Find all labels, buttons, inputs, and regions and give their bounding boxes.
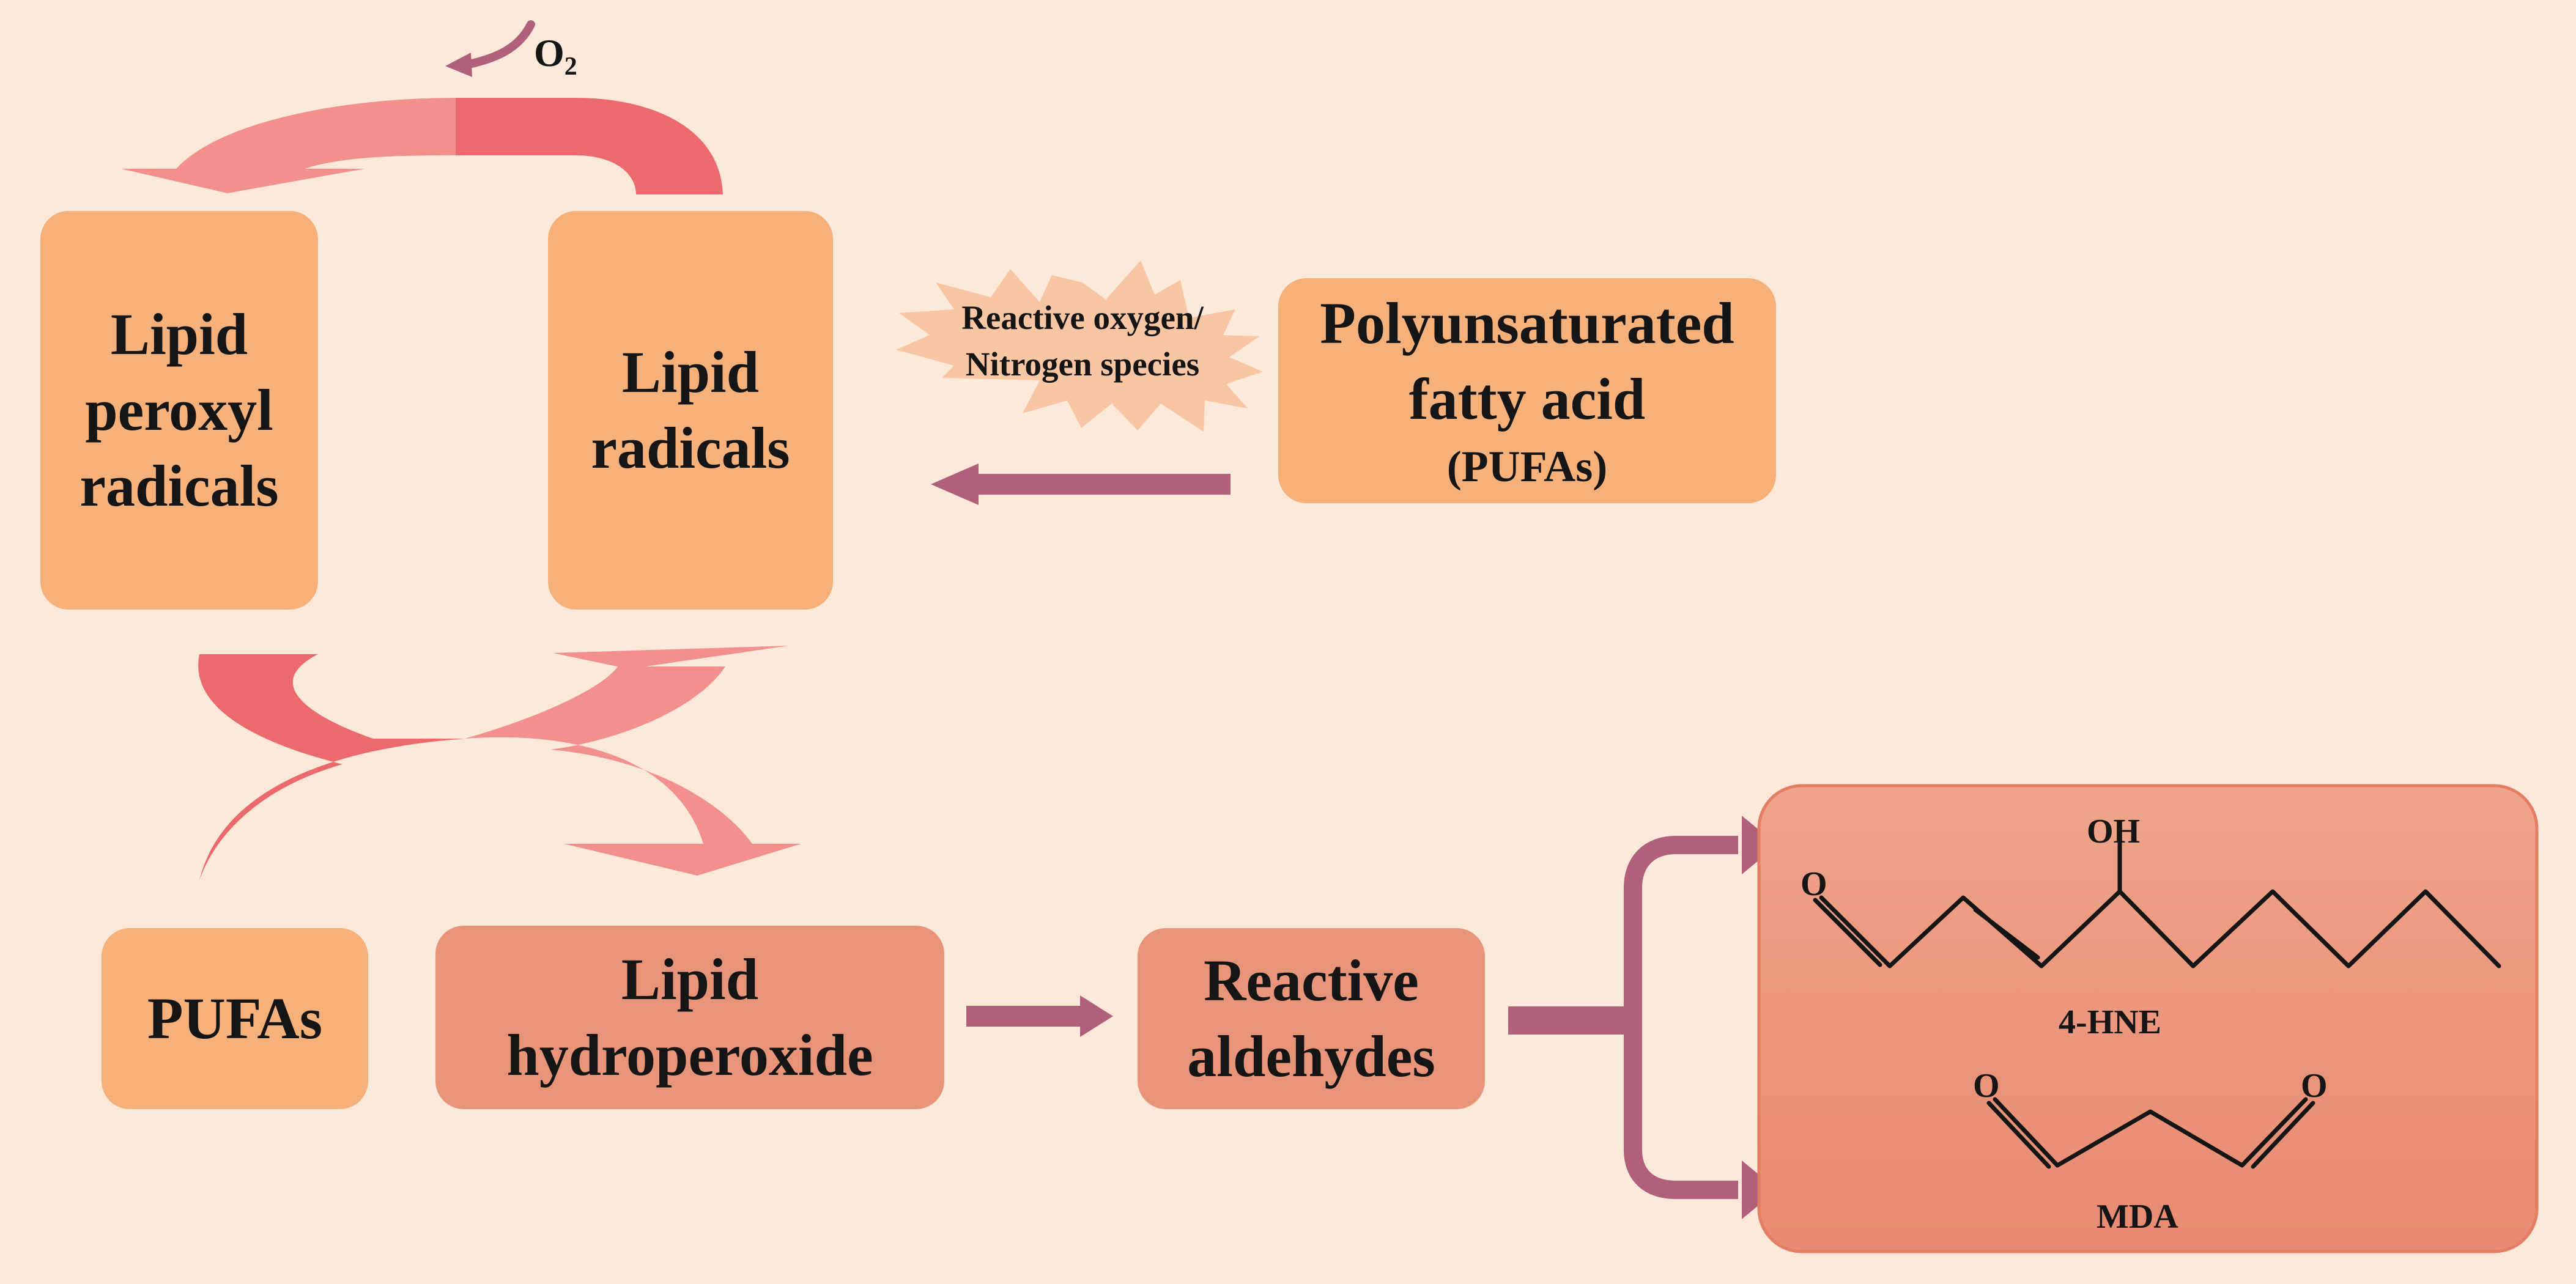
hne-carbonyl-label: O <box>1801 865 1827 903</box>
top-cycle-arrow <box>121 98 723 194</box>
o2-arrow <box>445 20 535 77</box>
o2-label: O2 <box>534 31 577 81</box>
hne-hydroxyl-label: OH <box>2087 813 2141 850</box>
mda-left-oxygen-label: O <box>1973 1067 2000 1105</box>
arrow-hydroperoxide-to-aldehydes <box>966 995 1113 1037</box>
hne-name-label: 4-HNE <box>2059 1003 2161 1041</box>
cross-arrow-pufas-to-peroxyl <box>198 654 465 880</box>
ros-burst-shape <box>896 260 1263 432</box>
structure-mda <box>1986 1097 2315 1169</box>
box-lipid-radicals: Lipid radicals <box>548 211 833 610</box>
products-panel <box>1757 784 2539 1253</box>
cross-arrow-radicals-to-hydroperoxide <box>465 646 801 876</box>
structure-4-hne <box>1813 840 2501 969</box>
box-lipid-peroxyl-radicals: Lipid peroxyl radicals <box>40 211 318 610</box>
ros-burst-label: Reactive oxygen/ Nitrogen species <box>961 299 1204 383</box>
mda-right-oxygen-label: O <box>2301 1067 2328 1105</box>
box-reactive-aldehydes: Reactive aldehydes <box>1138 928 1485 1109</box>
bracket-arrow-to-products <box>1508 816 1777 1219</box>
box-lipid-hydroperoxide: Lipid hydroperoxide <box>435 926 944 1109</box>
arrow-pufa-to-radicals <box>931 463 1231 505</box>
box-pufas: PUFAs <box>102 928 368 1109</box>
mda-name-label: MDA <box>2097 1198 2178 1236</box>
box-polyunsaturated-fatty-acid: Polyunsaturated fatty acid (PUFAs) <box>1278 278 1776 503</box>
